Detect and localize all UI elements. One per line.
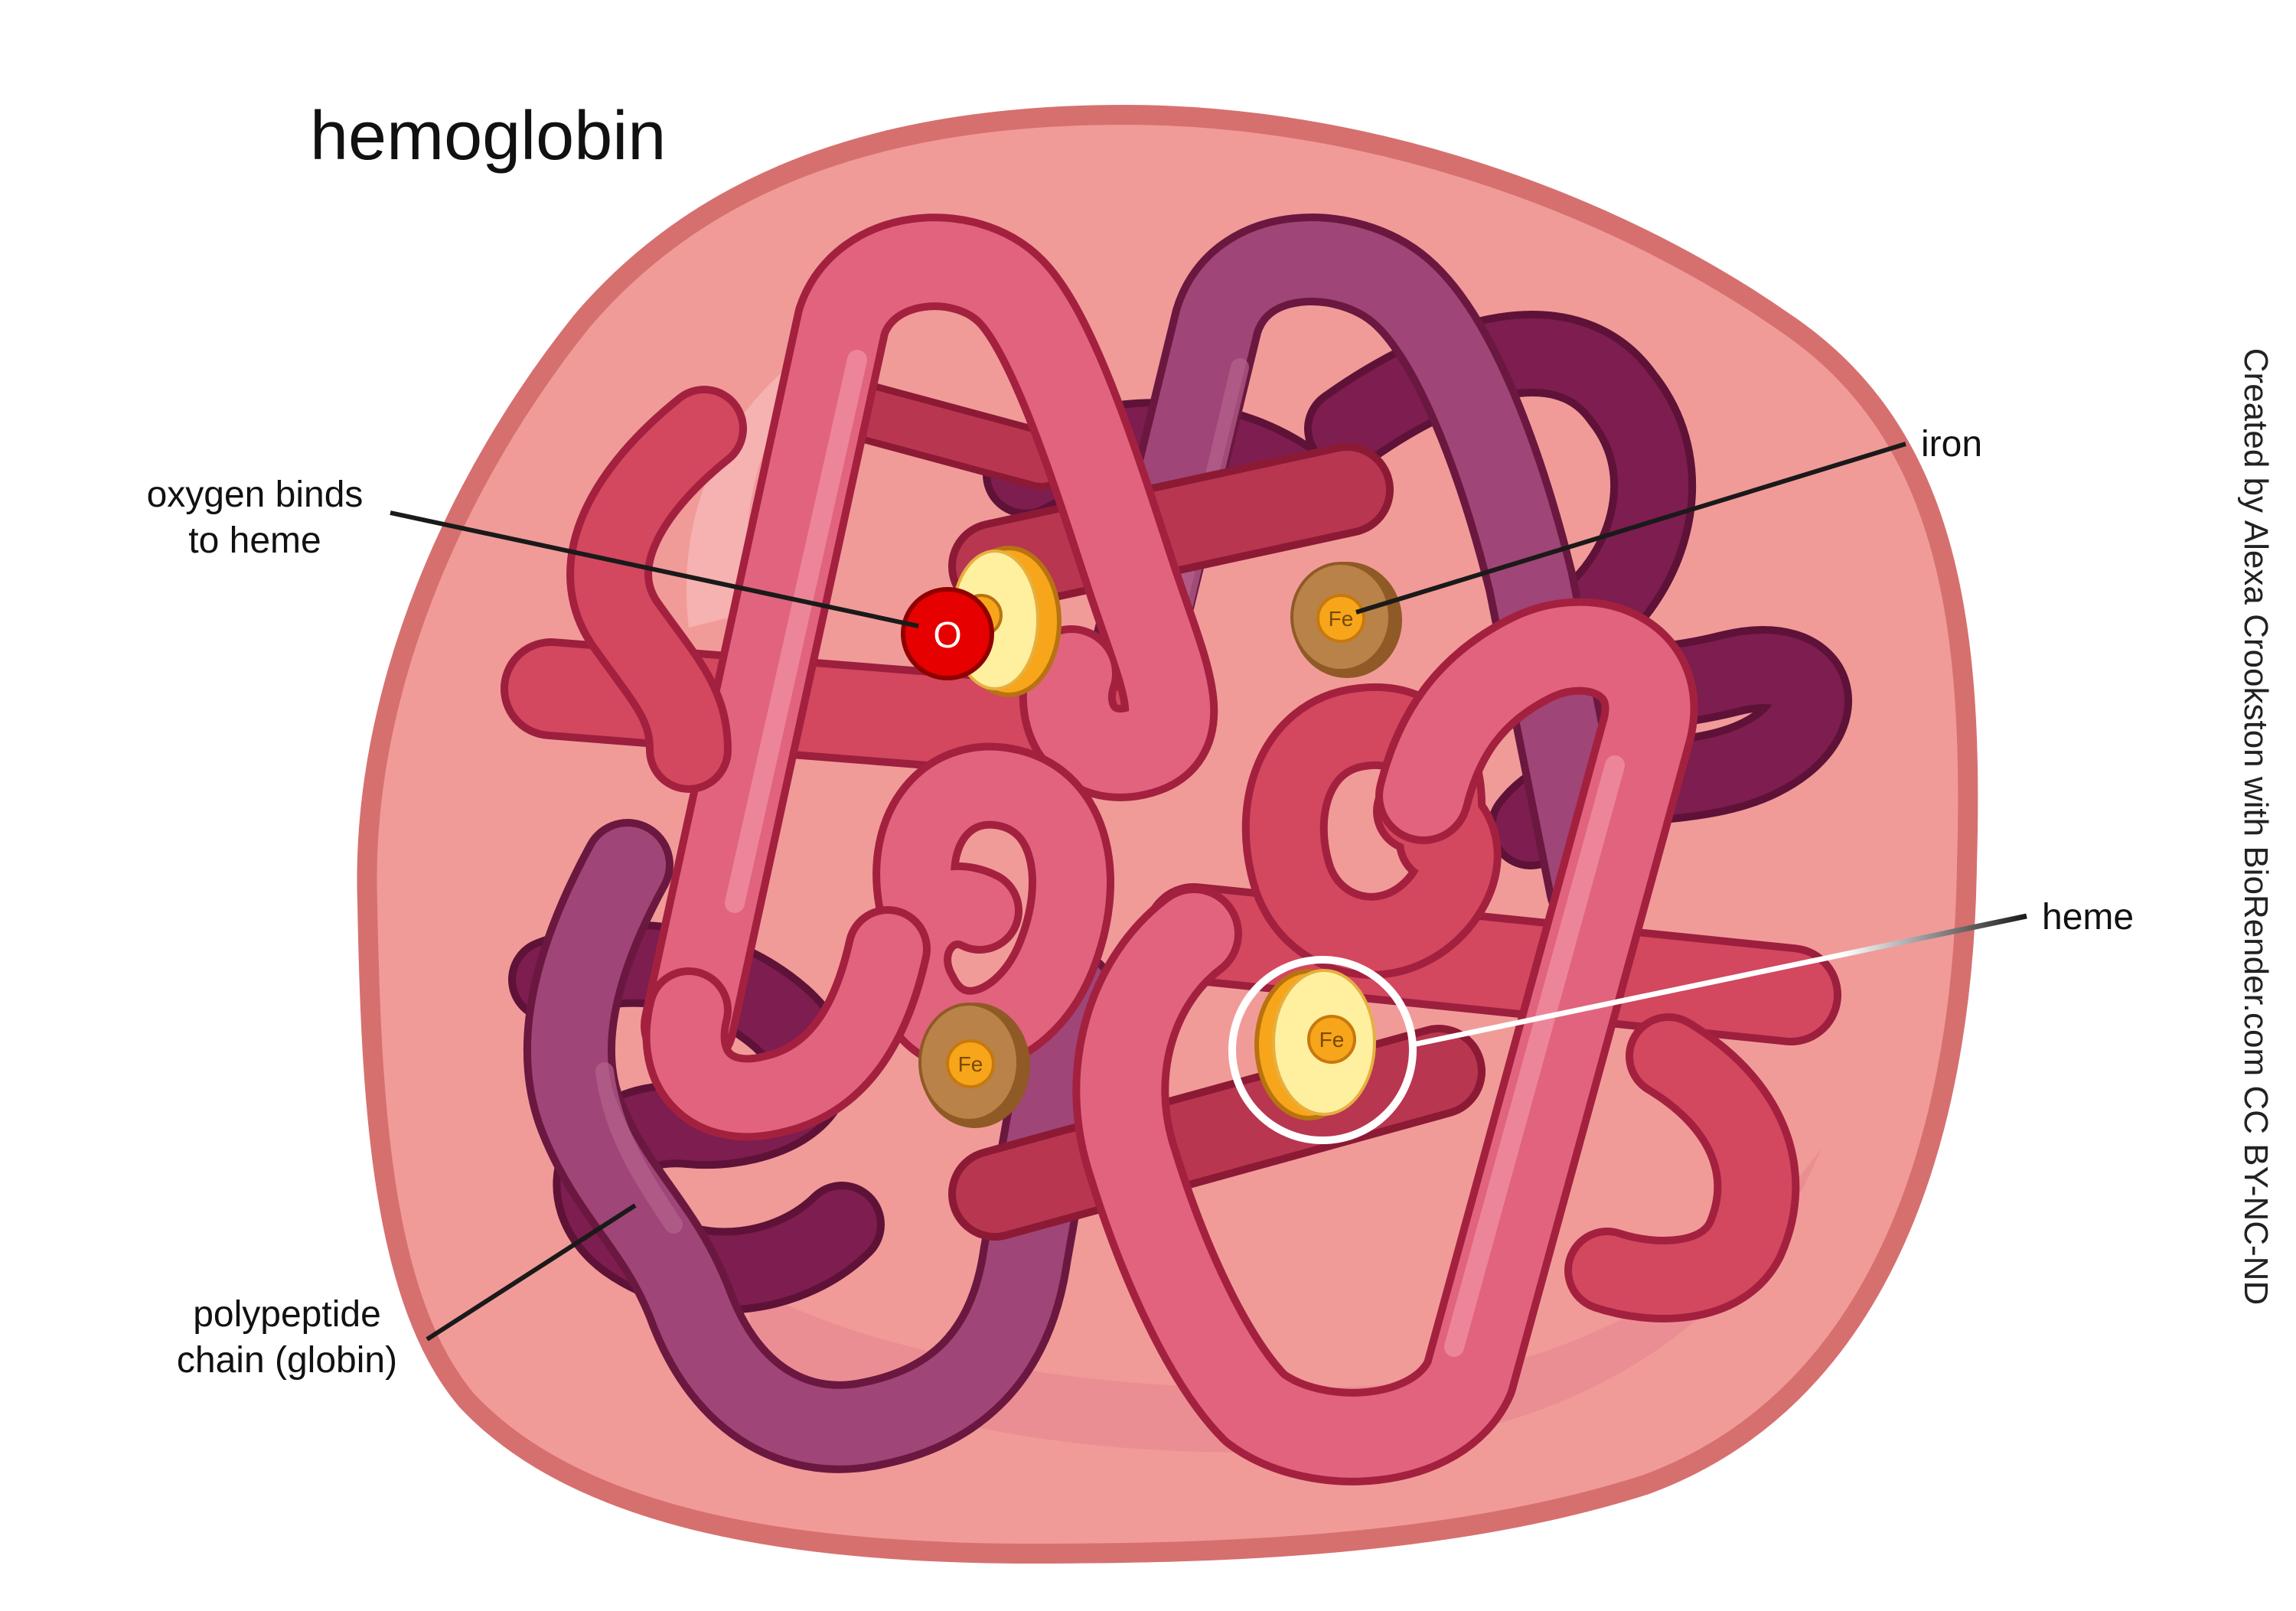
iron-symbol: Fe (1329, 607, 1354, 631)
iron-label: iron (1921, 424, 1982, 465)
iron-leader-line (1355, 442, 1906, 615)
credit-text: Created by Alexa Crookston with BioRende… (2237, 348, 2275, 1305)
heme-label: heme (2042, 897, 2134, 938)
oxygen-leader-line (390, 510, 919, 628)
globin-label-line2: chain (globin) (177, 1340, 397, 1381)
globin-leader-line (426, 1203, 637, 1342)
globin-chain-pink-bottom-right (1072, 598, 1800, 1485)
heme-leader-line (1412, 913, 2027, 1048)
oxygen-atom: O (901, 587, 994, 680)
oxygen-symbol: O (933, 615, 961, 656)
iron-group-top-right: Fe (1290, 562, 1402, 678)
oxygen-label-line1: oxygen binds (147, 474, 364, 515)
iron-symbol: Fe (1319, 1028, 1345, 1052)
inner-highlight (686, 321, 857, 628)
oxygen-label-line2: to heme (188, 520, 321, 561)
heme-bottom-right: Fe (1228, 956, 1417, 1144)
globin-chain-pink-top-left (566, 214, 1218, 1074)
iron-symbol: Fe (958, 1052, 983, 1076)
iron-group-bottom-left: Fe (918, 1003, 1030, 1128)
globin-chain-spiral-left (642, 742, 1114, 1141)
leader-lines (390, 442, 2027, 1342)
globin-label-line1: polypeptide (193, 1294, 381, 1335)
diagram-title: hemoglobin (310, 98, 666, 174)
heme-highlight-circle (1228, 956, 1417, 1144)
globin-chain-purple-bottom (523, 819, 1117, 1473)
